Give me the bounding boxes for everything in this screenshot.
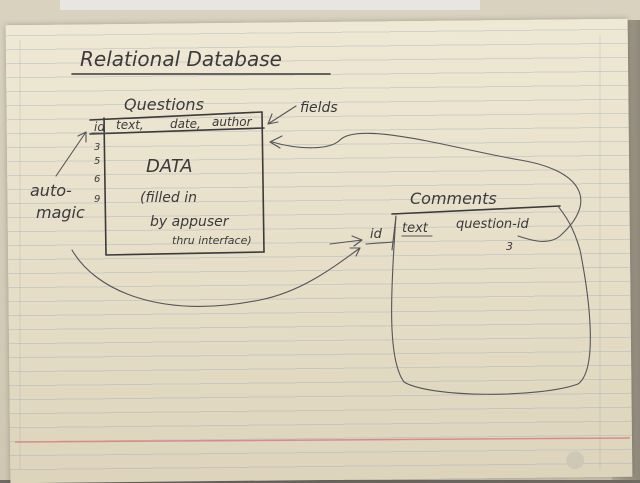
auto-magic-line-1: auto- [30,181,72,200]
comments-field-id: id [370,227,383,242]
comments-field-question-id: question-id [456,217,529,232]
fields-arrow [267,105,297,125]
questions-field-author: author [212,115,253,129]
questions-table-right-edge [261,111,265,253]
questions-body-line-1: (filled in [140,190,197,206]
diagram-title: Relational Database [80,47,282,71]
comments-value: 3 [506,240,513,253]
questions-body-data: DATA [146,156,193,177]
questions-id-1: 3 [94,142,100,153]
comments-table-outline [391,205,591,395]
comments-left-edge [391,215,397,251]
ruled-lines [19,35,601,470]
comments-id-underline [365,241,395,245]
questions-table-name: Questions [124,95,204,114]
questions-field-date: date, [170,117,201,131]
comments-header-line [391,205,561,215]
auto-magic-arrow-up [55,131,87,177]
questions-table-left-bottom [103,117,265,256]
comments-table-name: Comments [410,189,497,208]
questions-field-id: id [94,120,105,134]
margin-line [14,437,631,443]
question-id-link-arrow [271,132,582,242]
questions-id-2: 5 [94,156,100,167]
link-arrowhead [269,135,283,149]
comments-field-text: text [402,221,429,236]
auto-magic-line-2: magic [36,203,85,222]
fields-annotation: fields [300,100,338,116]
questions-header-line-bottom [89,127,265,135]
questions-id-4: 9 [94,194,100,205]
questions-field-text: text, [116,118,144,132]
questions-body-line-2: by appuser [150,214,230,230]
questions-body-line-3: thru interface) [172,234,252,247]
questions-header-line-top [89,111,263,121]
auto-magic-arrow-to-comments [71,247,361,307]
paper-strip [60,0,480,10]
questions-id-3: 6 [94,174,100,185]
id-pointer-arrow [329,235,363,247]
